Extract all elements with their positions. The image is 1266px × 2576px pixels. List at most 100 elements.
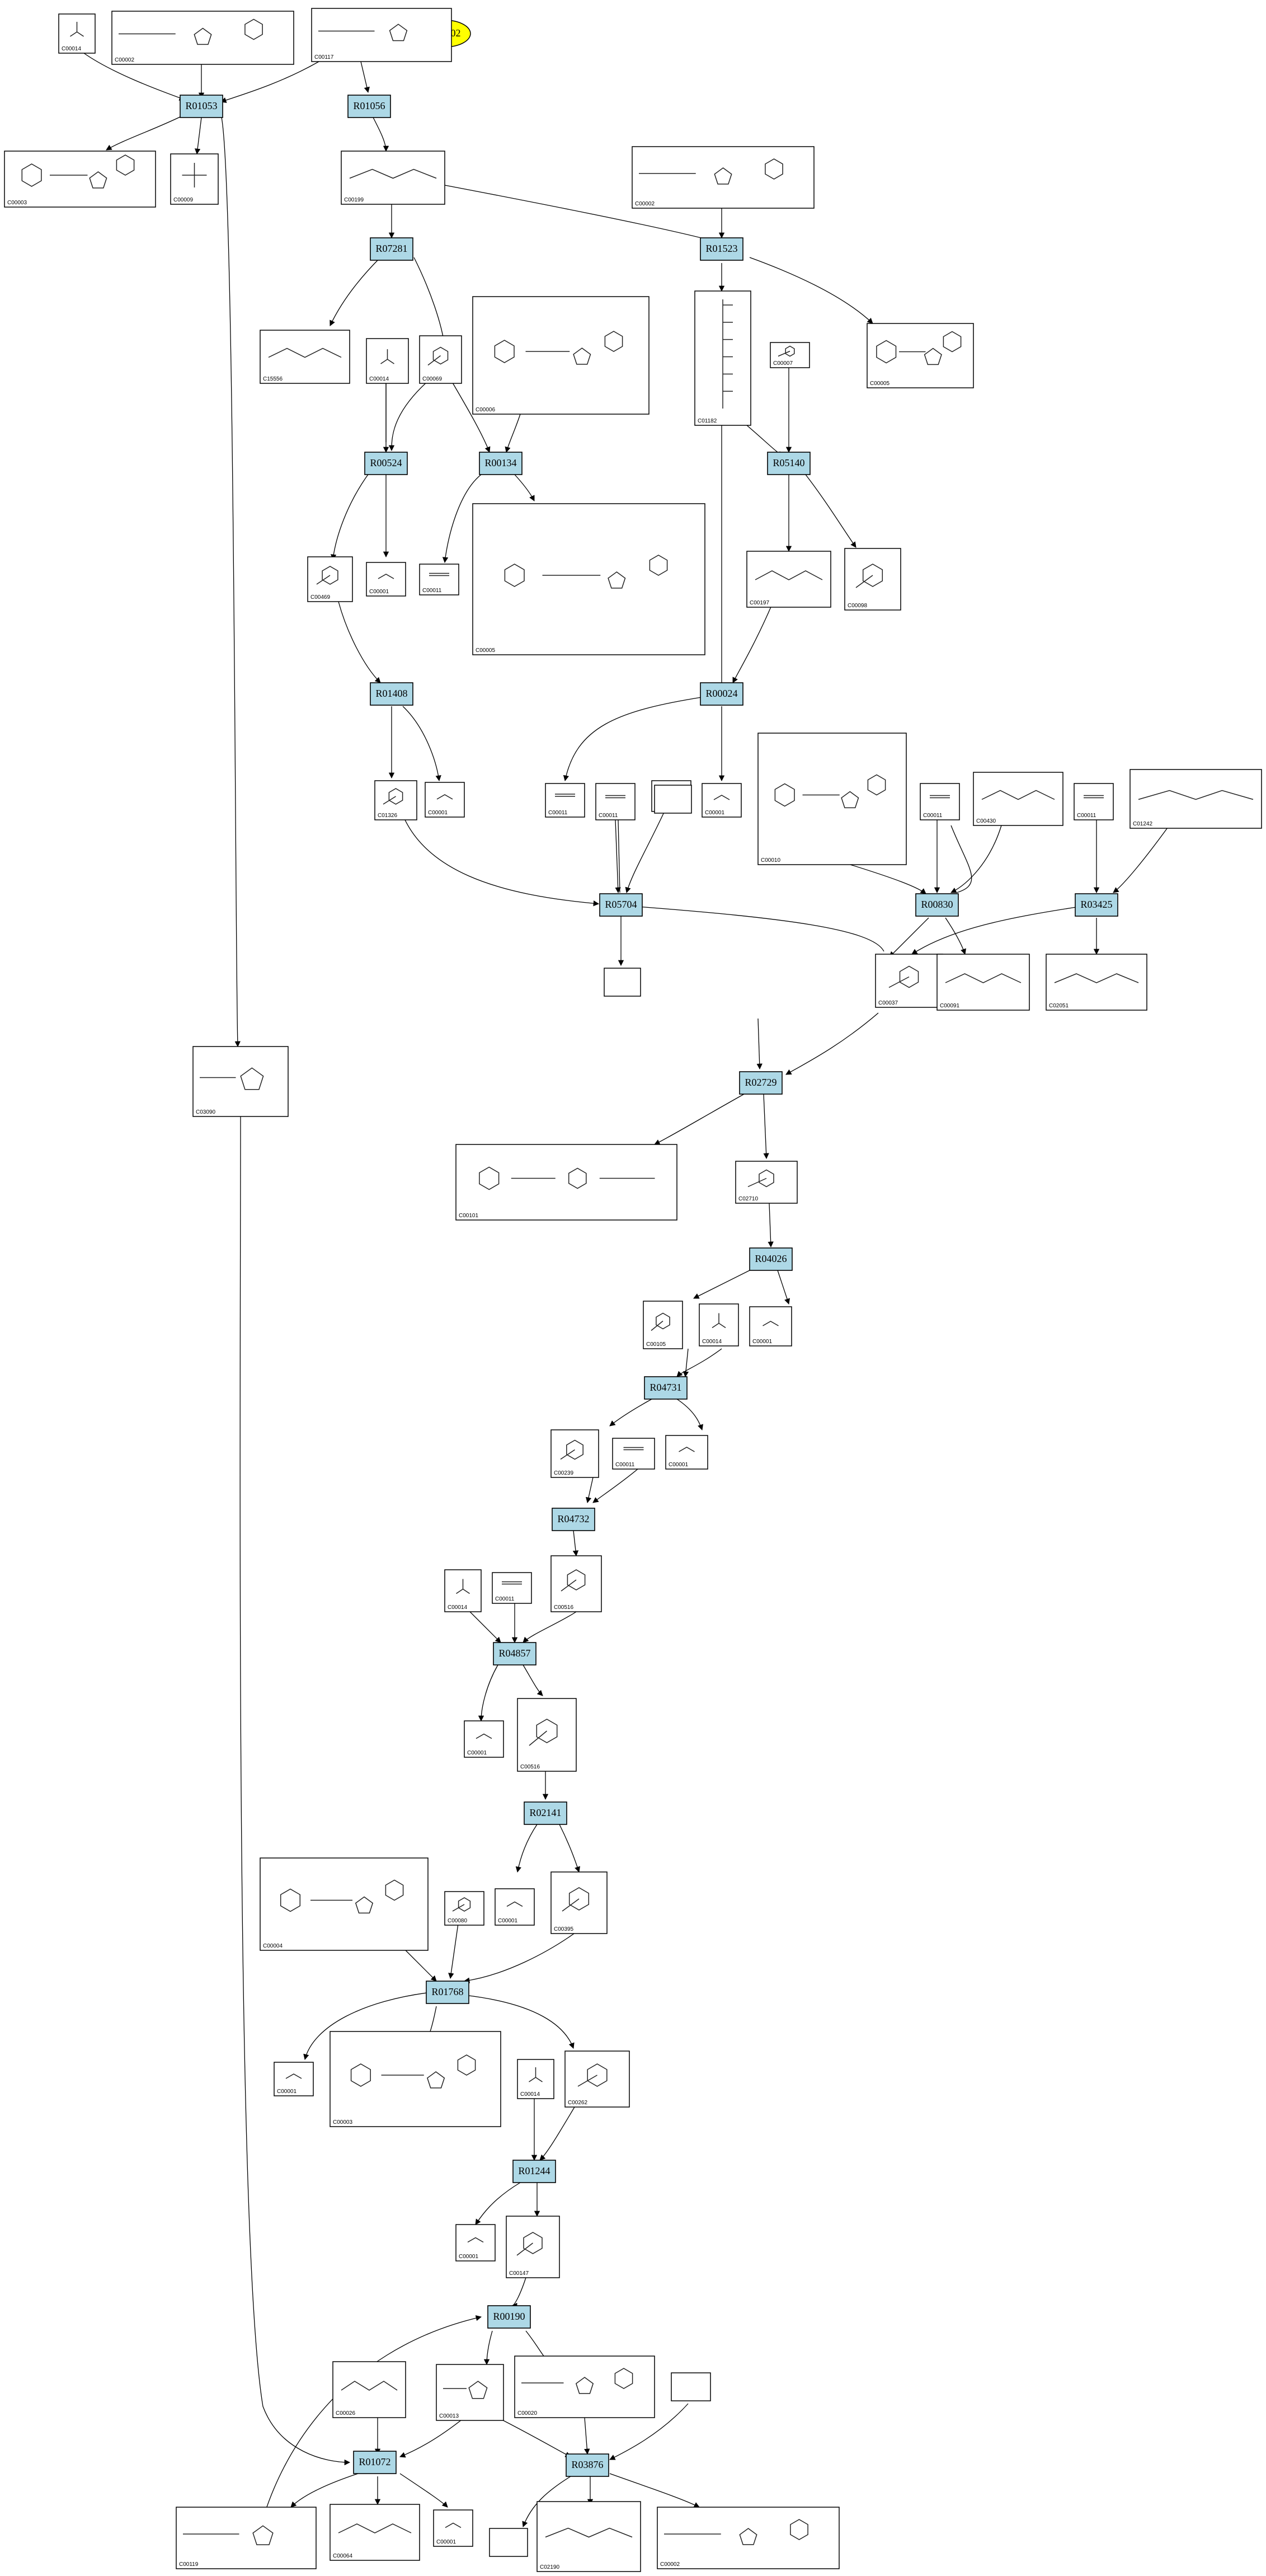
compound-node[interactable]: C02710 — [735, 1161, 798, 1204]
compound-node[interactable]: C00011 — [920, 783, 960, 820]
compound-node[interactable]: C00199 — [341, 151, 445, 205]
compound-node[interactable]: C00001 — [749, 1306, 792, 1346]
compound-node[interactable]: C00069 — [419, 335, 462, 384]
compound-node[interactable]: C00064 — [330, 2504, 420, 2561]
compound-node[interactable]: C02051 — [1046, 954, 1147, 1011]
compound-node[interactable]: C00005 — [472, 503, 705, 655]
compound-node[interactable]: C00002 — [657, 2507, 840, 2569]
reaction-node[interactable]: R00830 — [915, 893, 959, 917]
compound-node[interactable]: C00011 — [545, 783, 585, 818]
compound-node[interactable]: C00009 — [170, 153, 219, 205]
compound-node[interactable]: C00001 — [702, 783, 742, 818]
compound-node[interactable]: C00006 — [472, 296, 650, 415]
reaction-node[interactable]: R00024 — [700, 682, 743, 706]
compound-node[interactable]: C00197 — [746, 551, 831, 608]
compound-id: C01326 — [378, 813, 397, 819]
reaction-node[interactable]: R01056 — [347, 95, 391, 118]
reaction-node[interactable]: R05704 — [599, 893, 643, 917]
reaction-node[interactable]: R00190 — [487, 2305, 531, 2329]
compound-node[interactable]: C00026 — [332, 2361, 406, 2418]
compound-id: C02051 — [1049, 1003, 1069, 1009]
compound-id: C00197 — [750, 600, 769, 606]
compound-node[interactable]: C00004 — [260, 1857, 429, 1951]
compound-node[interactable]: C00003 — [4, 151, 156, 208]
reaction-node[interactable]: R01244 — [512, 2160, 556, 2183]
compound-node[interactable]: C00516 — [517, 1698, 577, 1772]
reaction-node[interactable]: R04026 — [749, 1247, 793, 1271]
compound-node[interactable]: C00002 — [632, 146, 815, 209]
compound-node[interactable]: C00117 — [311, 8, 452, 62]
reaction-node[interactable]: R01768 — [426, 1981, 469, 2004]
reaction-node[interactable]: R02141 — [524, 1801, 567, 1825]
compound-node[interactable]: C00011 — [1074, 783, 1114, 820]
compound-node[interactable]: C00101 — [455, 1144, 677, 1221]
compound-node[interactable]: C01242 — [1129, 769, 1262, 829]
reaction-node[interactable]: R04731 — [644, 1376, 688, 1400]
compound-node[interactable]: C00001 — [433, 2509, 473, 2547]
compound-node[interactable]: C00011 — [612, 1438, 655, 1470]
compound-id: C00001 — [498, 1918, 517, 1924]
compound-node[interactable]: C00010 — [757, 733, 907, 865]
compound-node[interactable]: C00011 — [595, 783, 636, 820]
compound-node[interactable]: C00001 — [274, 2062, 314, 2096]
compound-node[interactable]: C00011 — [492, 1572, 532, 1604]
compound-empty-box[interactable] — [489, 2528, 528, 2557]
compound-node[interactable]: C00037 — [875, 954, 943, 1008]
compound-node[interactable]: C00001 — [495, 1888, 535, 1926]
compound-node[interactable]: C00014 — [444, 1569, 482, 1612]
compound-node[interactable]: C01182 — [694, 290, 751, 426]
compound-node[interactable]: C00014 — [699, 1303, 739, 1346]
reaction-node[interactable]: R07281 — [370, 237, 413, 261]
reaction-node[interactable]: R03876 — [566, 2453, 609, 2477]
reaction-node[interactable]: R00524 — [364, 452, 408, 475]
compound-node[interactable]: C00091 — [936, 954, 1030, 1011]
reaction-node[interactable]: R02729 — [739, 1071, 783, 1095]
reaction-node[interactable]: R01523 — [700, 237, 743, 261]
compound-node[interactable]: C00147 — [506, 2216, 560, 2278]
compound-node[interactable]: C00013 — [436, 2364, 504, 2421]
compound-node[interactable]: C00430 — [973, 772, 1063, 826]
reaction-node[interactable]: R03425 — [1075, 893, 1118, 917]
compound-node[interactable]: C00014 — [366, 338, 409, 384]
compound-node[interactable]: C00003 — [330, 2031, 501, 2127]
compound-node[interactable]: C00001 — [665, 1435, 708, 1470]
reaction-node[interactable]: R04732 — [552, 1508, 595, 1531]
compound-node[interactable]: C00014 — [517, 2059, 554, 2099]
reaction-node[interactable]: R01053 — [180, 95, 223, 118]
compound-node[interactable]: C15556 — [260, 330, 350, 384]
compound-node[interactable]: C00080 — [444, 1891, 484, 1926]
compound-node[interactable]: C00007 — [770, 342, 810, 368]
reaction-node[interactable]: R01408 — [370, 682, 413, 706]
compound-node[interactable]: C00001 — [425, 782, 465, 818]
compound-id: C00011 — [923, 813, 943, 819]
compound-node[interactable]: C00020 — [514, 2356, 655, 2418]
compound-node[interactable]: C00001 — [464, 1720, 504, 1758]
compound-node[interactable]: C02190 — [536, 2501, 641, 2572]
compound-empty-box[interactable] — [654, 785, 692, 814]
compound-node[interactable]: C00119 — [176, 2507, 317, 2569]
compound-node[interactable]: C03090 — [192, 1046, 289, 1117]
compound-node[interactable]: C00001 — [366, 562, 406, 597]
compound-node[interactable]: C00395 — [550, 1871, 608, 1934]
compound-node[interactable]: C00011 — [419, 564, 459, 595]
compound-id: C00239 — [554, 1470, 573, 1476]
reaction-node[interactable]: R00134 — [479, 452, 523, 475]
reaction-node[interactable]: R04857 — [493, 1642, 536, 1665]
compound-node[interactable]: C00002 — [111, 11, 294, 65]
compound-node[interactable]: C00005 — [867, 323, 974, 388]
compound-node[interactable]: C00014 — [58, 13, 96, 54]
reaction-node[interactable]: R01072 — [353, 2451, 397, 2474]
compound-node[interactable]: C00001 — [455, 2224, 496, 2261]
compound-node[interactable]: C00469 — [307, 556, 353, 602]
compound-empty-box[interactable] — [604, 968, 641, 997]
reaction-label: R01072 — [359, 2456, 390, 2467]
compound-node[interactable]: C00239 — [550, 1429, 599, 1478]
compound-node[interactable]: C00098 — [844, 548, 901, 611]
compound-node[interactable]: C01326 — [374, 780, 417, 820]
reaction-node[interactable]: R05140 — [767, 452, 811, 475]
compound-node[interactable]: C00105 — [643, 1301, 683, 1349]
compound-empty-box[interactable] — [671, 2372, 711, 2401]
compound-node[interactable]: C00262 — [564, 2051, 630, 2108]
compound-node[interactable]: C00516 — [550, 1555, 602, 1612]
